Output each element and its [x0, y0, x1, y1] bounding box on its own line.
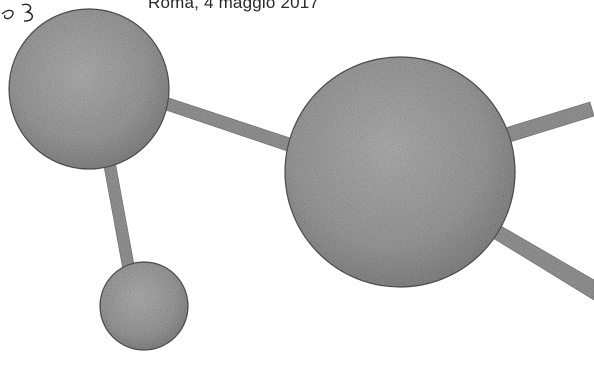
rod-right-lower [488, 222, 594, 300]
atom-spheres [9, 9, 515, 350]
atom-sphere-bottom [100, 262, 188, 350]
rod-right-upper [505, 102, 594, 142]
rod-top-left-to-right [160, 95, 290, 152]
rod-top-left-to-bottom [101, 150, 135, 270]
atom-sphere-right [285, 57, 515, 287]
atom-sphere-top-left [9, 9, 169, 169]
